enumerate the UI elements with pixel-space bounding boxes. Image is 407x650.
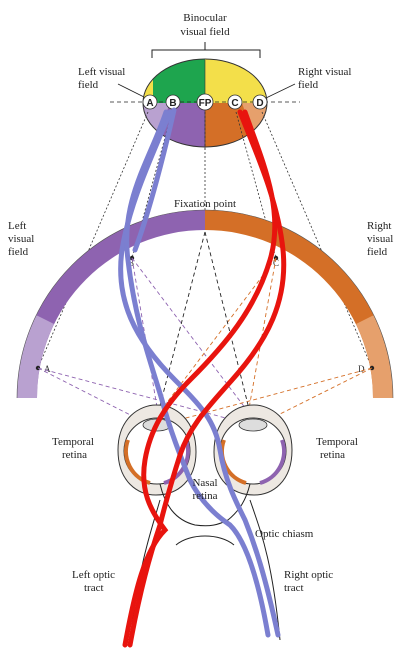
temporal-retina-right-label-line2: retina [320,449,345,461]
point-d-top: D [256,98,263,109]
right-optic-tract-label-line1: Right optic [284,569,333,581]
arc-point-c-label: C [273,258,279,268]
point-fp-top: FP [199,98,212,109]
binocular-label-line2: visual field [180,26,230,38]
nasal-retina-label-line1: Nasal [192,477,217,489]
right-optic-tract-label-line2: tract [284,582,304,594]
arc-point-b-label: B [128,258,134,268]
right-eye [213,404,293,496]
point-a-top: A [146,98,153,109]
binocular-label-line1: Binocular [183,12,227,24]
left-optic-tract-label-line1: Left optic [72,569,115,581]
left-visual-field-top-label-line2: field [78,79,99,91]
nasal-retina-label-line2: retina [192,490,217,502]
left-visual-field-top-label-line1: Left visual [78,66,125,78]
right-visual-field-side-label-line2: visual [367,233,393,245]
temporal-retina-left-label-line1: Temporal [52,436,94,448]
right-visual-field-side-label-line1: Right [367,220,391,232]
binocular-bracket [151,42,261,58]
red-pathway [122,109,287,648]
right-visual-field-top-label-line2: field [298,79,319,91]
fixation-point-label: Fixation point [174,198,236,210]
left-visual-field-side-label-line3: field [8,246,29,258]
point-c-top: C [231,98,238,109]
projection-lines [37,111,373,369]
left-visual-field-side-label-line2: visual [8,233,34,245]
right-visual-field-side-label-line3: field [367,246,388,258]
left-optic-tract-label-line2: tract [84,582,104,594]
left-visual-field-pointer [117,83,147,99]
left-visual-field-side-label-line1: Left [8,220,26,232]
temporal-retina-left-label-line2: retina [62,449,87,461]
right-visual-field-top-label-line1: Right visual [298,66,351,78]
right-visual-field-pointer [265,83,296,99]
temporal-retina-right-label-line1: Temporal [316,436,358,448]
optic-chiasm-label: Optic chiasm [255,528,314,540]
point-b-top: B [169,98,176,109]
visual-field-arc [16,209,394,399]
oval-point-markers [142,93,268,111]
arc-point-d-label: D [358,364,365,374]
arc-point-a-label: A [44,364,51,374]
